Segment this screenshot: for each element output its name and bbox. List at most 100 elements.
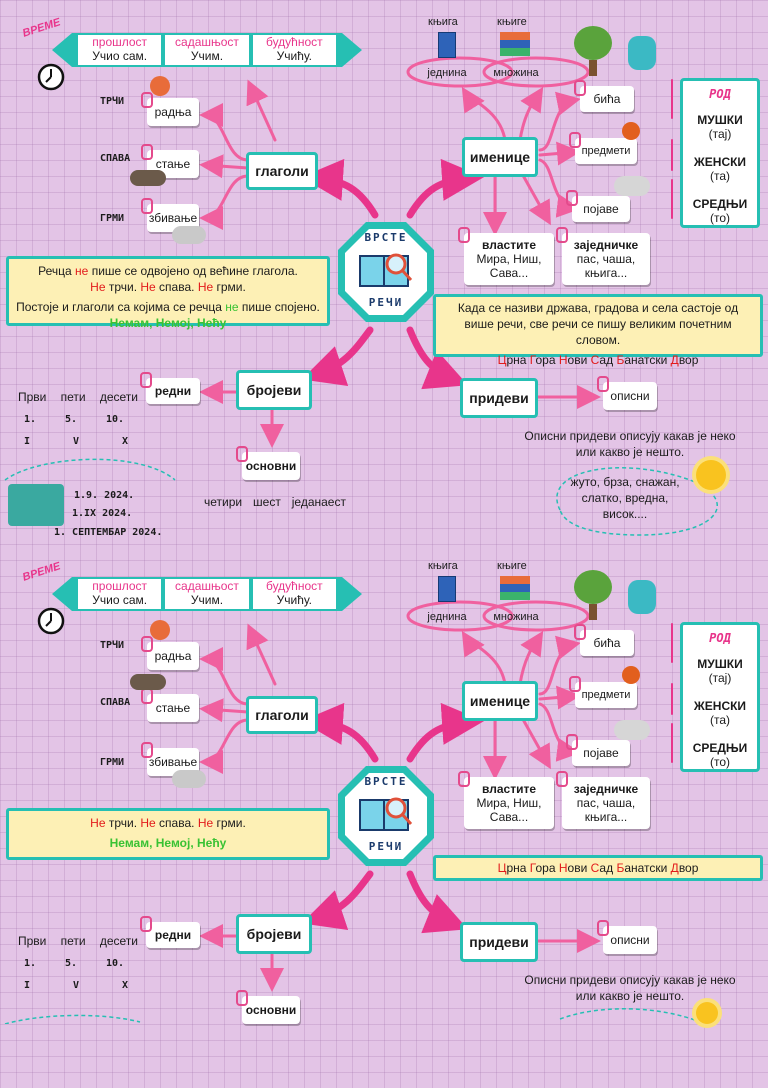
verbs-note: Речца не пише се одвојено од већине глаг…: [6, 256, 330, 330]
adjectives-definition: Описни придеви описују какав је неко или…: [524, 429, 736, 459]
kind-objects-card: предмети: [569, 132, 637, 164]
gender-masc: МУШКИ: [697, 657, 743, 671]
storm-cloud-icon: [172, 770, 206, 788]
adjectives-examples: жуто, брза, снажан,слатко, вредна, висок…: [570, 475, 680, 521]
girl-dog-icon: [628, 580, 656, 614]
gender-box: РОД МУШКИ(тај) ЖЕНСКИ(та) СРЕДЊИ(то): [680, 78, 760, 228]
nouns-note-text: Када се називи држава, градова и села са…: [457, 301, 739, 347]
date-numeric: 1.9. 2024.: [74, 490, 135, 501]
verb-state-card: стање: [141, 688, 199, 722]
tree-icon: [574, 570, 612, 620]
sloth-icon: [130, 674, 166, 690]
verb-event-card: збивање: [141, 742, 199, 776]
book-icon: [438, 32, 456, 58]
gender-fem: ЖЕНСКИ: [693, 699, 747, 713]
sun-icon: [696, 1002, 718, 1024]
running-boy-icon: [150, 620, 170, 640]
verbs-node: глаголи: [246, 152, 318, 190]
center-badge: ВРСТЕ РЕЧИ: [336, 220, 436, 324]
nouns-note-short: Црна Гора Нови Сад Банатски Двор: [433, 855, 763, 881]
descriptive-card: описни: [597, 920, 657, 954]
kind-phenomena-card: појаве: [566, 190, 630, 222]
calendar-icon: [8, 484, 64, 526]
note-examples: Немам, Немој, Нећу: [109, 316, 227, 330]
badge-shape: [338, 766, 434, 866]
plural-card: множина: [493, 611, 539, 623]
verb-word-sleep: СПАВА: [100, 697, 131, 708]
plural-card: множина: [493, 67, 539, 79]
ball-icon: [622, 122, 640, 140]
rain-cloud-icon: [614, 176, 650, 196]
kind-beings-card: бића: [574, 624, 634, 656]
rain-cloud-icon: [614, 720, 650, 740]
books-stack-icon: [500, 576, 530, 600]
verb-action-card: радња: [141, 92, 199, 126]
gender-title: РОД: [709, 87, 731, 101]
verb-event-card: збивање: [141, 198, 199, 232]
verb-word-run: ТРЧИ: [100, 640, 125, 651]
kind-objects-card: предмети: [569, 676, 637, 708]
gender-masc: МУШКИ: [697, 113, 743, 127]
sun-icon: [696, 460, 726, 490]
clock-icon: [37, 607, 65, 635]
gender-neut: СРЕДЊИ: [692, 741, 748, 755]
note-line-2: Не трчи. Не спава. Не грми.: [90, 280, 246, 294]
nouns-note: Када се називи држава, градова и села са…: [433, 294, 763, 367]
books-stack-icon: [500, 32, 530, 56]
verbs-node: глаголи: [246, 696, 318, 734]
nouns-node: именице: [462, 137, 538, 177]
singular-label: књига: [428, 16, 458, 28]
nouns-node: именице: [462, 681, 538, 721]
storm-cloud-icon: [172, 226, 206, 244]
tense-past: прошлост Учио сам.: [78, 35, 162, 65]
note-line-1: Речца не пише се одвојено од већине глаг…: [38, 264, 298, 278]
plural-label: књиге: [497, 16, 527, 28]
nouns-note-examples: Црна Гора Нови Сад Банатски Двор: [497, 353, 699, 367]
date-roman: 1.IX 2024.: [72, 508, 133, 519]
descriptive-card: описни: [597, 376, 657, 410]
adjectives-node: придеви: [460, 378, 538, 418]
ball-icon: [622, 666, 640, 684]
verbs-note-short: Не трчи. Не спава. Не грми. Немам, Немој…: [6, 808, 330, 860]
sloth-icon: [130, 170, 166, 186]
cardinal-card: основни: [236, 990, 300, 1024]
kind-phenomena-card: појаве: [566, 734, 630, 766]
ordinal-digits: 1.5.10.: [24, 958, 124, 969]
verb-word-thunder: ГРМИ: [100, 757, 125, 768]
center-badge: ВРСТЕ РЕЧИ: [336, 764, 436, 868]
tense-banner: прошлост Учио сам. садашњост Учим. будућ…: [52, 31, 362, 69]
adjectives-node: придеви: [460, 922, 538, 962]
verb-action-card: радња: [141, 636, 199, 670]
gender-title: РОД: [709, 631, 731, 645]
center-title-top: ВРСТЕ: [364, 775, 408, 788]
book-icon: [438, 576, 456, 602]
verb-word-thunder: ГРМИ: [100, 213, 125, 224]
singular-card: једнина: [427, 611, 467, 623]
note-line-3: Постоје и глаголи са којима се речца не …: [16, 300, 320, 314]
verb-word-sleep: СПАВА: [100, 153, 131, 164]
ordinal-digits: 1.5.10.: [24, 414, 124, 425]
adjectives-definition: Описни придеви описују какав је неко или…: [524, 973, 736, 1003]
verb-word-run: ТРЧИ: [100, 96, 125, 107]
gender-box: РОД МУШКИ(тај) ЖЕНСКИ(та) СРЕДЊИ(то): [680, 622, 760, 772]
ordinal-card: редни: [140, 916, 200, 948]
singular-label: књига: [428, 560, 458, 572]
center-title-bottom: РЕЧИ: [368, 840, 404, 853]
numbers-node: бројеви: [236, 370, 312, 410]
numbers-node: бројеви: [236, 914, 312, 954]
center-title-bottom: РЕЧИ: [368, 296, 404, 309]
running-boy-icon: [150, 76, 170, 96]
